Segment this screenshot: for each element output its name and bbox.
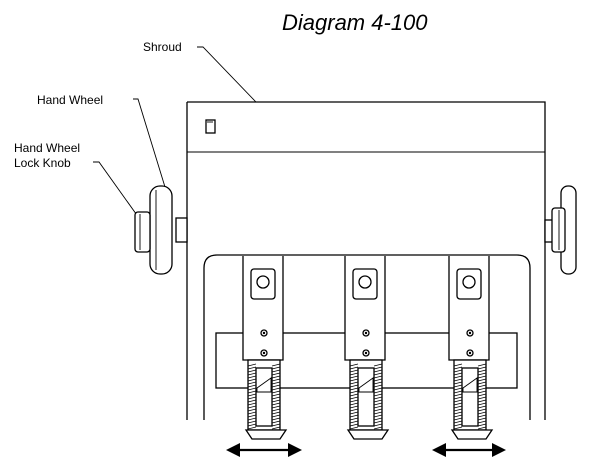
screw-thread-2-0 <box>453 363 463 430</box>
screw-thread-1-1 <box>373 363 383 430</box>
label-shroud: Shroud <box>143 40 182 54</box>
leader-hand-wheel <box>133 98 166 188</box>
slider-block-left <box>242 256 288 440</box>
screw-thread-0-0 <box>247 363 257 430</box>
threaded-screws <box>247 363 487 430</box>
leader-shroud <box>197 46 281 128</box>
label-hand-wheel: Hand Wheel <box>37 93 103 107</box>
slider-block-center <box>344 256 390 440</box>
screw-thread-0-1 <box>271 363 281 430</box>
double-arrow-icon <box>226 443 302 457</box>
label-lock-knob-line2: Lock Knob <box>14 156 71 170</box>
screw-thread-2-1 <box>477 363 487 430</box>
hand-wheel-icon <box>149 185 188 275</box>
right-hand-wheel-icon <box>544 185 577 275</box>
shroud-indicator <box>205 119 216 134</box>
slider-block-right <box>448 256 494 440</box>
label-lock-knob-line1: Hand Wheel <box>14 141 80 155</box>
double-arrow-icon-right <box>432 443 506 457</box>
lock-knob-icon <box>134 211 151 253</box>
diagram-title: Diagram 4-100 <box>282 10 428 35</box>
leader-lock-knob <box>93 161 140 219</box>
screw-thread-1-0 <box>349 363 359 430</box>
